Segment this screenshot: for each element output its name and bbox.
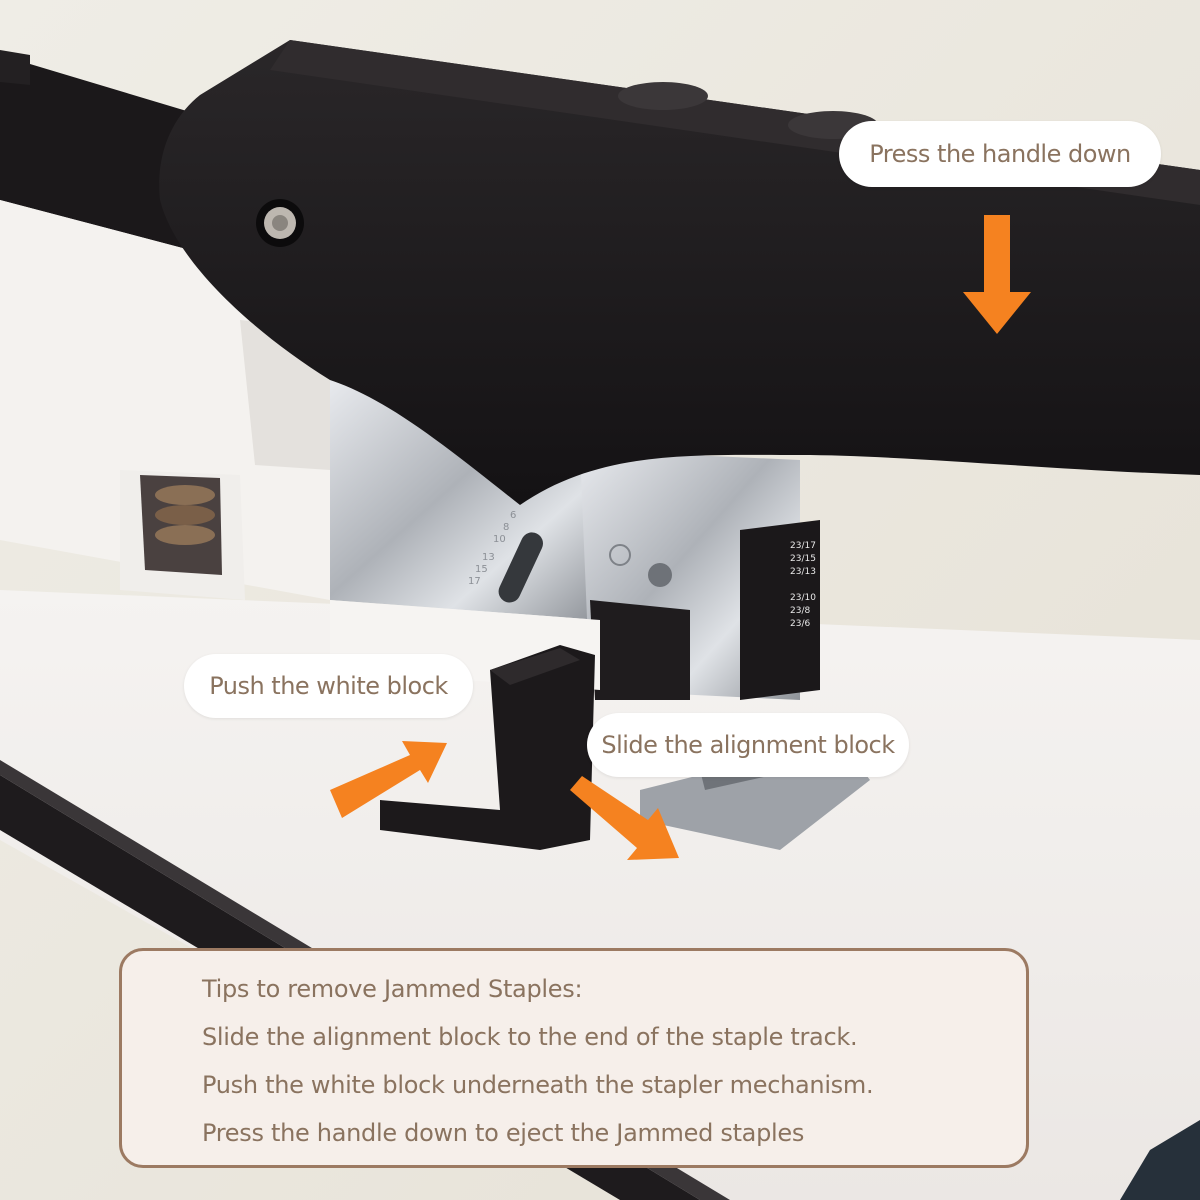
svg-text:6: 6 [510,510,516,521]
svg-text:8: 8 [503,522,509,533]
tips-title: Tips to remove Jammed Staples: [202,975,583,1003]
callout-slide-alignment-block: Slide the alignment block [587,713,909,777]
svg-text:23/10: 23/10 [790,593,816,603]
svg-text:13: 13 [482,552,495,563]
svg-text:23/15: 23/15 [790,554,816,564]
arrow-down-icon [963,215,1031,334]
svg-text:10: 10 [493,534,506,545]
callout-press-handle: Press the handle down [839,121,1161,187]
svg-text:15: 15 [475,564,488,575]
callout-push-white-block: Push the white block [184,654,473,718]
svg-text:23/6: 23/6 [790,619,810,629]
svg-text:17: 17 [468,576,481,587]
arrow-down-right-icon [570,776,679,860]
callout-press-handle-label: Press the handle down [869,140,1131,168]
tips-step-1: Slide the alignment block to the end of … [202,1023,858,1051]
svg-text:23/17: 23/17 [790,541,816,551]
arrow-up-right-icon [330,741,447,818]
svg-text:23/13: 23/13 [790,567,816,577]
callout-push-white-block-label: Push the white block [209,672,448,700]
tips-step-2: Push the white block underneath the stap… [202,1071,874,1099]
tips-box: Tips to remove Jammed Staples: Slide the… [119,948,1029,1168]
svg-text:23/8: 23/8 [790,606,810,616]
tips-step-3: Press the handle down to eject the Jamme… [202,1119,805,1147]
depth-scale: 23/17 23/15 23/13 23/10 23/8 23/6 6 8 10… [468,510,820,700]
handle-button-1 [618,82,708,110]
callout-slide-alignment-block-label: Slide the alignment block [601,731,895,759]
